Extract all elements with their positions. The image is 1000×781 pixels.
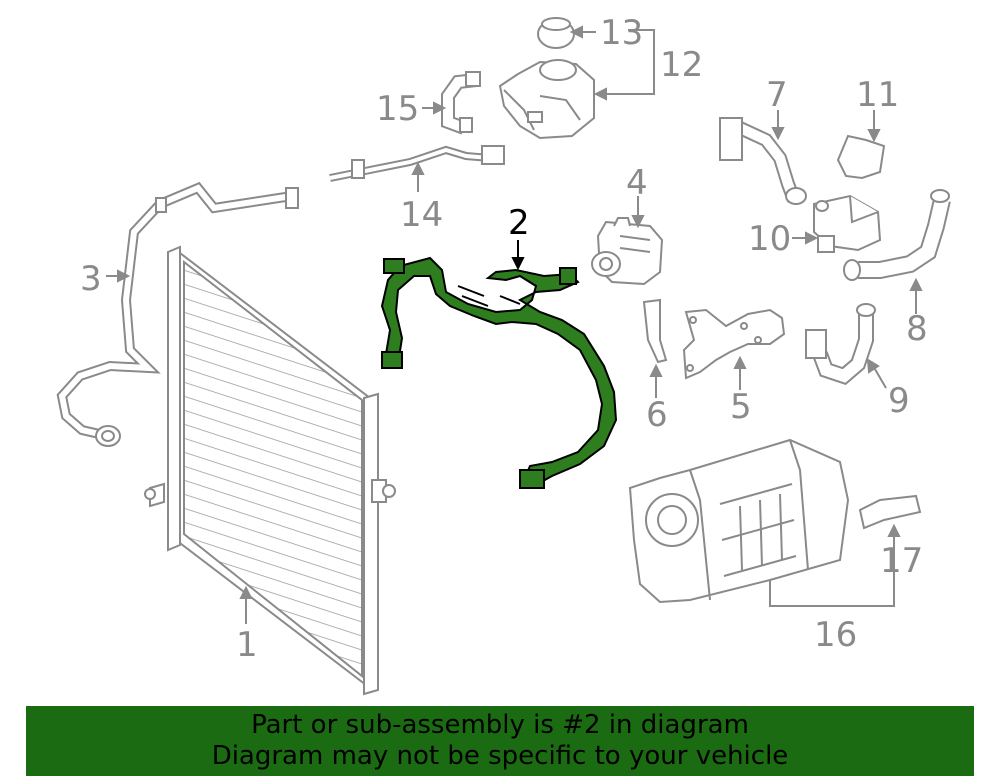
water-pump-part-4: [592, 218, 662, 284]
banner-line-1: Part or sub-assembly is #2 in diagram: [251, 710, 749, 740]
callout-9: 9: [888, 381, 910, 421]
callout-1: 1: [236, 625, 258, 665]
callout-12: 12: [660, 45, 703, 85]
callout-5: 5: [730, 387, 752, 427]
vent-line-part-14: [330, 146, 504, 178]
radiator-part-1: [145, 247, 395, 694]
banner-line-2: Diagram may not be specific to your vehi…: [211, 741, 789, 771]
callout-13: 13: [600, 13, 643, 53]
hose-part-7: [720, 118, 806, 204]
disclaimer-banner: Part or sub-assembly is #2 in diagram Di…: [26, 706, 974, 776]
hose-part-15: [448, 72, 480, 132]
hose-part-9: [806, 304, 875, 376]
clip-part-11: [838, 136, 884, 178]
callout-7: 7: [766, 75, 788, 115]
callout-4: 4: [626, 163, 648, 203]
callout-14: 14: [400, 195, 443, 235]
callout-16: 16: [814, 615, 857, 655]
bracket-part-5: [684, 310, 784, 378]
callout-11: 11: [856, 75, 899, 115]
valve-part-10: [814, 196, 880, 252]
leader-lines: [106, 25, 923, 624]
callout-17: 17: [880, 541, 923, 581]
callout-labels: 1 2 3 4 5 6 7 8 9 10 11 12 13 14 15 16 1…: [80, 13, 928, 665]
bracket-part-6: [644, 300, 666, 362]
callout-2: 2: [508, 203, 530, 243]
coolant-hose-part-2: [382, 258, 616, 488]
leader-line-part-2: [511, 240, 525, 271]
callout-15: 15: [376, 89, 419, 129]
callout-10: 10: [748, 219, 791, 259]
sensor-part-17: [860, 496, 920, 528]
cap-part-13: [538, 18, 574, 48]
intercooler-part-16: [630, 440, 848, 602]
expansion-tank-part-12: [500, 60, 594, 138]
hose-part-8: [844, 190, 949, 280]
coolant-pipe-part-3: [62, 188, 298, 446]
callout-8: 8: [906, 309, 928, 349]
callout-3: 3: [80, 259, 102, 299]
callout-6: 6: [646, 395, 668, 435]
